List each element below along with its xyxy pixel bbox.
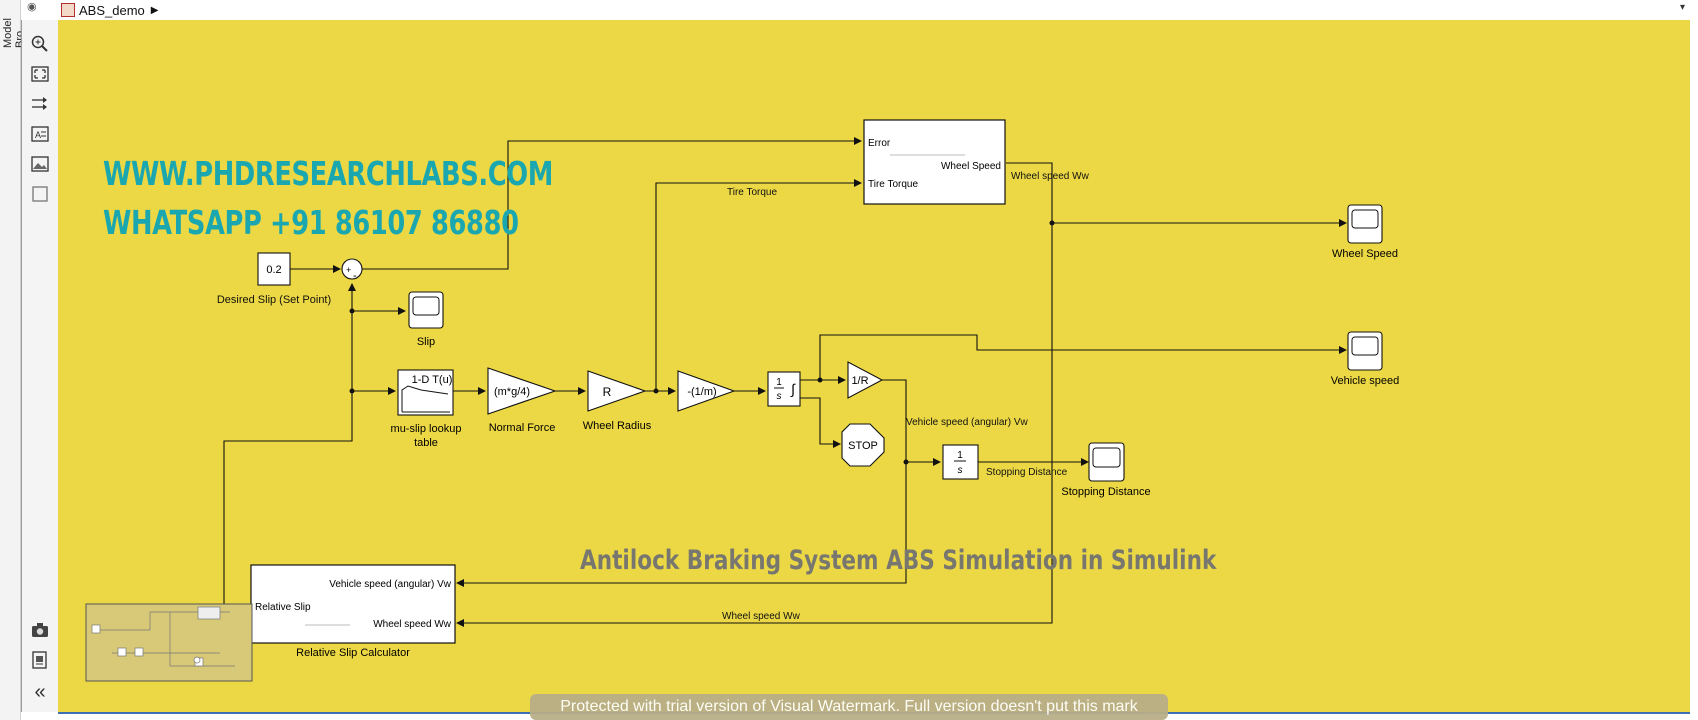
breadcrumb[interactable]: ABS_demo ▶ bbox=[61, 0, 158, 20]
wheel-radius-value: R bbox=[603, 385, 612, 399]
fit-to-view-icon[interactable] bbox=[30, 64, 50, 84]
sum-plus-sign: + bbox=[346, 265, 351, 275]
line-vehicle-speed-angular bbox=[456, 379, 907, 587]
sum-minus-sign: - bbox=[353, 270, 357, 282]
lookup-label-line2: table bbox=[414, 437, 438, 449]
wheel-radius-label: Wheel Radius bbox=[583, 420, 652, 432]
video-caption: Antilock Braking System ABS Simulation i… bbox=[580, 545, 1217, 576]
integrator-block-2[interactable]: 1 s bbox=[942, 444, 979, 480]
slip-calc-vehicle-speed-port: Vehicle speed (angular) Vw bbox=[329, 579, 452, 590]
one-over-r-gain[interactable]: 1/R bbox=[847, 361, 884, 399]
svg-text:A: A bbox=[35, 130, 41, 140]
one-over-r-value: 1/R bbox=[851, 375, 868, 387]
signal-label-tire-torque: Tire Torque bbox=[727, 187, 777, 198]
integrator1-den: s bbox=[777, 391, 782, 402]
signal-label-stopping-distance: Stopping Distance bbox=[986, 467, 1068, 478]
desired-slip-label: Desired Slip (Set Point) bbox=[217, 294, 331, 306]
breadcrumb-model-name[interactable]: ABS_demo bbox=[79, 2, 145, 18]
lookup-label-line1: mu-slip lookup bbox=[391, 423, 462, 435]
model-icon bbox=[61, 3, 75, 17]
report-icon[interactable] bbox=[30, 650, 50, 670]
integrator1-num: 1 bbox=[776, 377, 782, 388]
normal-force-value: (m*g/4) bbox=[494, 386, 530, 398]
canvas-right-edge bbox=[1690, 0, 1698, 720]
model-overview-thumbnail[interactable] bbox=[85, 603, 253, 682]
stop-block[interactable]: STOP bbox=[841, 423, 885, 467]
slip-scope[interactable] bbox=[408, 291, 444, 329]
wheel-speed-scope[interactable] bbox=[1347, 204, 1383, 244]
stopping-distance-scope-label: Stopping Distance bbox=[1061, 486, 1150, 498]
line-error bbox=[362, 137, 862, 270]
wheel-radius-gain[interactable]: R bbox=[587, 370, 647, 412]
normal-force-label: Normal Force bbox=[489, 422, 556, 434]
signal-lines bbox=[223, 137, 1347, 627]
normal-force-gain[interactable]: (m*g/4) bbox=[487, 367, 557, 415]
line-tire-torque bbox=[655, 179, 862, 391]
relative-slip-calculator[interactable]: Relative Slip Vehicle speed (angular) Vw… bbox=[250, 564, 456, 644]
inverse-mass-value: -(1/m) bbox=[687, 386, 716, 398]
line-to-stop bbox=[800, 397, 841, 448]
slip-calc-output-port: Relative Slip bbox=[255, 602, 311, 613]
desired-slip-block[interactable]: 0.2 bbox=[257, 252, 291, 286]
annotation-icon[interactable]: A bbox=[30, 124, 50, 144]
vehicle-speed-scope-label: Vehicle speed bbox=[1331, 375, 1400, 387]
mu-slip-lookup-block[interactable]: 1-D T(u) bbox=[397, 369, 454, 416]
subsystem-tire-torque-port: Tire Torque bbox=[868, 179, 918, 190]
branch-points bbox=[349, 220, 1055, 465]
wheel-dynamics-subsystem[interactable]: Error Tire Torque Wheel Speed bbox=[863, 119, 1006, 205]
integrator2-den: s bbox=[958, 465, 963, 476]
screenshot-icon[interactable] bbox=[30, 620, 50, 640]
image-icon[interactable] bbox=[30, 154, 50, 174]
sum-block[interactable]: + - bbox=[341, 258, 363, 282]
line-vehicle-speed bbox=[819, 334, 1347, 380]
line-wheel-speed-ww bbox=[456, 162, 1053, 627]
stopping-distance-scope[interactable] bbox=[1088, 442, 1125, 482]
arrow-direction-icon[interactable] bbox=[30, 94, 50, 114]
back-icon[interactable]: ◉ bbox=[27, 1, 37, 13]
breadcrumb-arrow-icon[interactable]: ▶ bbox=[150, 4, 159, 16]
overlay-website-text: WWW.PHDRESEARCHLABS.COM bbox=[103, 154, 554, 193]
integrator2-num: 1 bbox=[957, 450, 963, 461]
slip-calc-wheel-speed-port: Wheel speed Ww bbox=[373, 619, 452, 630]
line-relative-slip bbox=[223, 283, 356, 608]
signal-label-wheel-speed-bottom: Wheel speed Ww bbox=[722, 611, 801, 622]
signal-label-vehicle-speed-angular: Vehicle speed (angular) Vw bbox=[906, 417, 1029, 428]
inverse-mass-gain[interactable]: -(1/m) bbox=[677, 370, 736, 412]
subsystem-error-port: Error bbox=[868, 138, 891, 149]
area-icon[interactable] bbox=[30, 184, 50, 204]
slip-scope-label: Slip bbox=[417, 336, 435, 348]
integral-sign-icon: ∫ bbox=[790, 381, 796, 397]
vehicle-speed-scope[interactable] bbox=[1347, 331, 1383, 371]
zoom-icon[interactable] bbox=[30, 34, 50, 54]
model-browser-strip[interactable]: Model Bro bbox=[0, 0, 26, 720]
wheel-speed-scope-label: Wheel Speed bbox=[1332, 248, 1398, 260]
collapse-icon[interactable]: « bbox=[34, 681, 46, 703]
stop-label: STOP bbox=[848, 440, 878, 452]
dropdown-icon[interactable]: ▾ bbox=[1679, 2, 1685, 13]
integrator-block-1[interactable]: 1 s ∫ bbox=[767, 371, 801, 407]
desired-slip-value: 0.2 bbox=[266, 264, 281, 276]
signal-label-wheel-speed: Wheel speed Ww bbox=[1011, 171, 1090, 182]
slip-calc-label: Relative Slip Calculator bbox=[296, 647, 410, 659]
subsystem-wheel-speed-port: Wheel Speed bbox=[941, 161, 1001, 172]
trial-watermark: Protected with trial version of Visual W… bbox=[530, 694, 1168, 720]
lookup-title: 1-D T(u) bbox=[412, 374, 453, 386]
overlay-whatsapp-text: WHATSAPP +91 86107 86880 bbox=[103, 203, 519, 242]
